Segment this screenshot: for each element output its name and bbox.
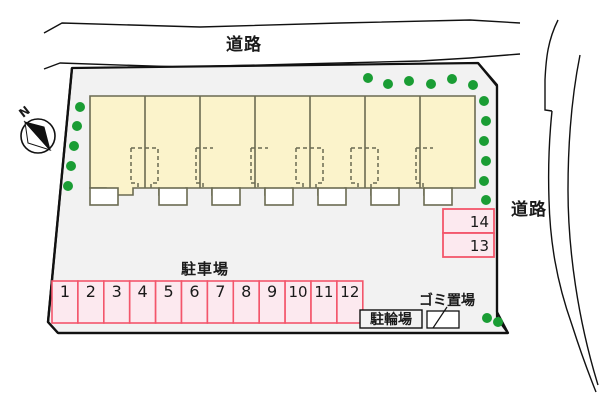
parking-stall-number: 14 bbox=[470, 213, 489, 231]
tree-icon bbox=[479, 96, 489, 106]
parking-stall-number: 8 bbox=[241, 282, 251, 301]
tree-icon bbox=[72, 121, 82, 131]
tree-icon bbox=[383, 79, 393, 89]
bicycle-parking-label: 駐輪場 bbox=[370, 311, 412, 328]
compass-north-letter: N bbox=[16, 103, 33, 120]
road-right-lines bbox=[544, 19, 599, 393]
tree-icon bbox=[479, 176, 489, 186]
parking-stall-number: 12 bbox=[340, 283, 359, 301]
apartment-building bbox=[89, 95, 476, 206]
parking-stall-number: 6 bbox=[189, 282, 199, 301]
lot-left-edge bbox=[46, 67, 74, 334]
tree-icon bbox=[481, 195, 491, 205]
building-entrance-porches bbox=[89, 187, 453, 206]
garbage-area bbox=[426, 306, 460, 329]
tree-icon bbox=[447, 74, 457, 84]
parking-stall-number: 4 bbox=[138, 282, 148, 301]
parking-stall-number: 11 bbox=[314, 283, 333, 301]
tree-icon bbox=[482, 313, 492, 323]
parking-stall-number: 2 bbox=[86, 282, 96, 301]
tree-icon bbox=[481, 116, 491, 126]
tree-icon bbox=[63, 181, 73, 191]
garbage-area-slash bbox=[432, 306, 448, 329]
bicycle-parking bbox=[359, 309, 423, 329]
bicycle-parking-box bbox=[359, 309, 423, 329]
tree-icon bbox=[468, 80, 478, 90]
parking-stall[interactable] bbox=[310, 280, 338, 324]
tree-icon bbox=[481, 156, 491, 166]
tree-icon bbox=[66, 161, 76, 171]
parking-stall-number: 5 bbox=[163, 282, 173, 301]
tree-icon bbox=[479, 136, 489, 146]
parking-stall[interactable] bbox=[284, 280, 312, 324]
road-top-lines bbox=[43, 19, 521, 70]
parking-stall-number: 9 bbox=[267, 282, 277, 301]
tree-row bbox=[63, 73, 503, 327]
north-arrow: N bbox=[16, 103, 56, 154]
parking-stall[interactable] bbox=[442, 232, 495, 258]
parking-stall-number: 7 bbox=[215, 282, 225, 301]
building-unit-dividers bbox=[144, 96, 421, 188]
parking-stall[interactable] bbox=[77, 280, 105, 324]
tree-icon bbox=[493, 317, 503, 327]
parking-lot-label: 駐車場 bbox=[181, 260, 229, 278]
road-top-label: 道路 bbox=[226, 34, 262, 55]
parking-stall[interactable] bbox=[336, 280, 364, 324]
tree-icon bbox=[69, 141, 79, 151]
tree-icon bbox=[75, 102, 85, 112]
road-right-label: 道路 bbox=[511, 199, 547, 220]
parking-stall[interactable] bbox=[232, 280, 261, 324]
parking-stall-number: 1 bbox=[60, 282, 70, 301]
tree-icon bbox=[404, 76, 414, 86]
building-body bbox=[89, 95, 476, 196]
parking-stall-number: 13 bbox=[470, 237, 489, 255]
building-stair-outlines bbox=[130, 147, 433, 190]
garbage-area-label: ゴミ置場 bbox=[419, 292, 475, 309]
tree-icon bbox=[426, 79, 436, 89]
tree-icon bbox=[363, 73, 373, 83]
parking-stall-number: 10 bbox=[289, 283, 308, 301]
parking-stall-number: 3 bbox=[112, 282, 122, 301]
parking-stall[interactable] bbox=[51, 280, 79, 324]
parking-stall[interactable] bbox=[206, 280, 235, 324]
garbage-area-box bbox=[426, 310, 460, 329]
compass-needle-dark bbox=[23, 121, 51, 151]
